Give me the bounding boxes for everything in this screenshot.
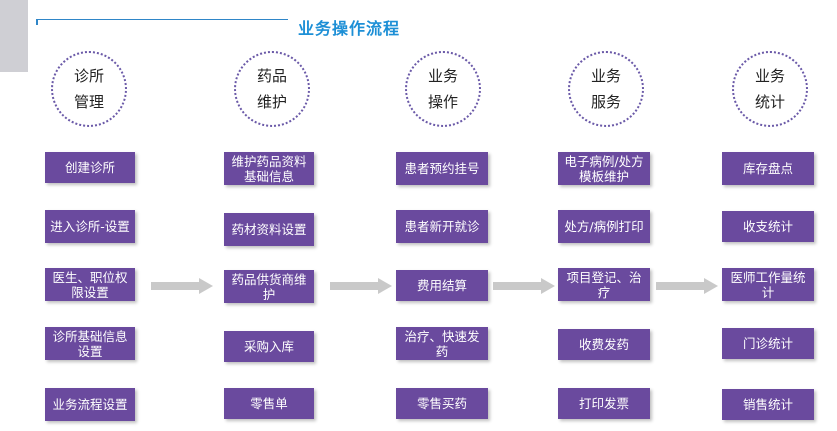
step-box[interactable]: 零售买药 <box>396 388 488 419</box>
flow-arrow-icon <box>493 278 555 294</box>
corner-decoration <box>0 0 28 72</box>
step-box[interactable]: 采购入库 <box>224 331 314 362</box>
step-box[interactable]: 治疗、快速发药 <box>396 327 488 360</box>
step-box[interactable]: 药品供货商维护 <box>224 270 314 303</box>
title-underline <box>36 19 288 20</box>
stage-circle-5: 业务 统计 <box>732 51 808 127</box>
step-box[interactable]: 药材资料设置 <box>224 213 314 246</box>
stage-title-line-1: 业务 <box>590 67 621 85</box>
stage-circle-3: 业务 操作 <box>405 51 481 127</box>
flow-arrow-icon <box>151 278 213 294</box>
stage-circle-4: 业务 服务 <box>568 51 644 127</box>
stage-circle-1: 诊所 管理 <box>51 51 127 127</box>
stage-title-line-2: 维护 <box>256 93 287 111</box>
stage-title-line-2: 服务 <box>590 93 621 111</box>
stage-title-line-2: 操作 <box>427 93 458 111</box>
step-box[interactable]: 收费发药 <box>558 329 650 360</box>
stage-title-line-1: 药品 <box>256 67 287 85</box>
step-box[interactable]: 诊所基础信息设置 <box>45 327 135 360</box>
title-underline-tick <box>36 19 38 25</box>
step-box[interactable]: 医生、职位权限设置 <box>45 268 135 301</box>
step-box[interactable]: 收支统计 <box>722 211 814 242</box>
step-box[interactable]: 患者预约挂号 <box>396 152 488 185</box>
step-box[interactable]: 门诊统计 <box>722 328 814 359</box>
step-box[interactable]: 进入诊所-设置 <box>45 210 135 243</box>
step-box[interactable]: 销售统计 <box>722 389 814 420</box>
step-box[interactable]: 维护药品资料基础信息 <box>224 152 314 185</box>
stage-title-line-1: 业务 <box>754 67 785 85</box>
step-box[interactable]: 电子病例/处方模板维护 <box>558 152 650 185</box>
step-box[interactable]: 创建诊所 <box>45 152 135 183</box>
step-box[interactable]: 库存盘点 <box>722 152 814 185</box>
step-box[interactable]: 零售单 <box>224 388 314 419</box>
step-box[interactable]: 项目登记、治疗 <box>558 268 650 301</box>
stage-title-line-1: 业务 <box>427 67 458 85</box>
page-title: 业务操作流程 <box>298 19 401 38</box>
stage-circle-2: 药品 维护 <box>234 51 310 127</box>
step-box[interactable]: 处方/病例打印 <box>558 210 650 243</box>
flow-arrow-icon <box>656 278 718 294</box>
flow-arrow-icon <box>330 278 392 294</box>
step-box[interactable]: 费用结算 <box>396 270 488 301</box>
step-box[interactable]: 打印发票 <box>558 388 650 419</box>
step-box[interactable]: 患者新开就诊 <box>396 210 488 243</box>
stage-title-line-1: 诊所 <box>73 67 104 85</box>
stage-title-line-2: 管理 <box>73 93 104 111</box>
step-box[interactable]: 医师工作量统计 <box>722 268 814 301</box>
stage-title-line-2: 统计 <box>754 93 785 111</box>
step-box[interactable]: 业务流程设置 <box>45 388 135 421</box>
